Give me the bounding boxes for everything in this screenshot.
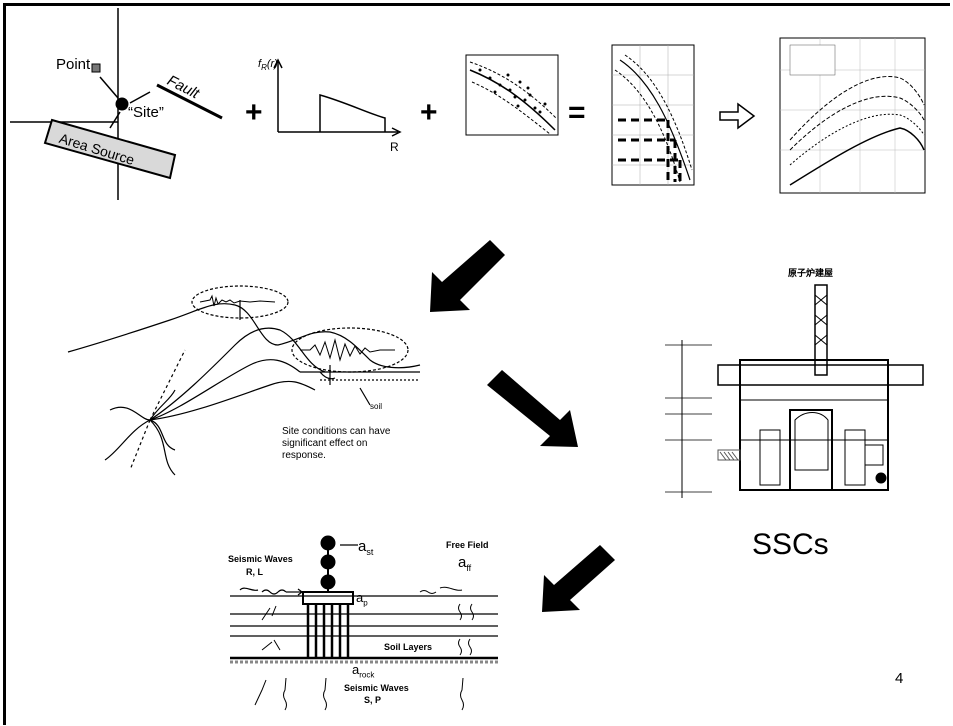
soil-label: soil: [370, 402, 382, 411]
fr-label: fR(r): [258, 58, 278, 72]
plus-sign-2: +: [420, 96, 438, 129]
point-label: Point: [56, 56, 90, 73]
rl-label: R, L: [246, 567, 263, 577]
site-sketch: [10, 8, 222, 200]
attenuation-scatter-plot: [466, 55, 558, 135]
reactor-building-drawing: [665, 285, 923, 498]
arrow-to-ssc: [487, 370, 578, 447]
a-st-label: ast: [358, 538, 373, 557]
arrow-to-ssi: [542, 545, 615, 612]
equals-sign: =: [568, 96, 586, 129]
site-dot: [116, 98, 128, 110]
site-label: “Site”: [128, 104, 164, 121]
plus-sign-1: +: [245, 96, 263, 129]
ssc-label: SSCs: [752, 528, 829, 562]
a-ff-label: aff: [458, 554, 471, 573]
seismic-waves-top-label: Seismic Waves: [228, 554, 293, 564]
a-p-label: ap: [356, 590, 368, 608]
r-axis-label: R: [390, 140, 399, 154]
point-marker: [92, 64, 100, 72]
free-field-label: Free Field: [446, 540, 489, 550]
fr-distribution-plot: [274, 60, 400, 136]
seismic-waves-bottom-label: Seismic Waves: [344, 683, 409, 693]
reactor-building-title: 原子炉建屋: [788, 266, 833, 279]
a-rock-label: arock: [352, 662, 374, 680]
hollow-arrow-right: [720, 104, 754, 128]
uniform-hazard-spectra-plot: [780, 38, 925, 193]
hazard-curve-plot: [612, 45, 694, 185]
arrow-to-site-response: [430, 240, 505, 312]
soil-layers-label: Soil Layers: [384, 642, 432, 652]
page-number: 4: [895, 670, 903, 687]
sp-label: S, P: [364, 695, 381, 705]
site-conditions-text: Site conditions can have significant eff…: [282, 426, 412, 462]
